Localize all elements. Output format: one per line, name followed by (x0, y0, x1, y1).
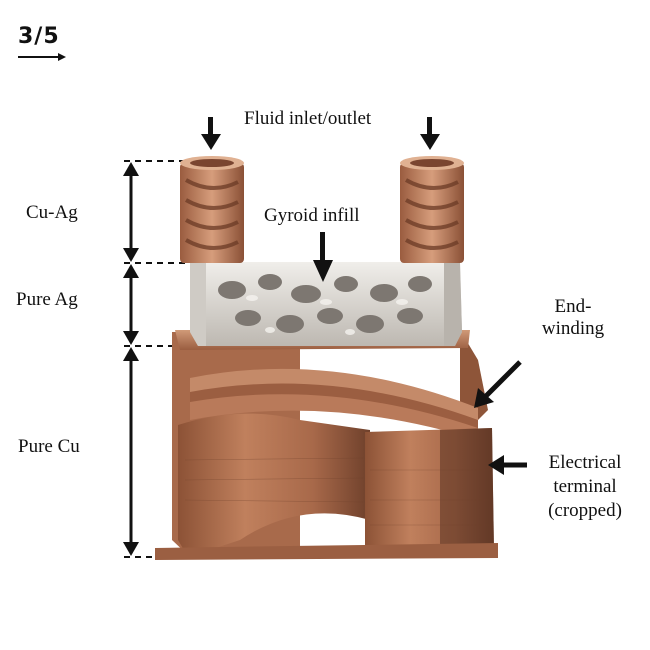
electrical-terminal-label: Electrical terminal (cropped) (530, 451, 640, 523)
end-winding-label: End- winding (528, 296, 618, 340)
fluid-inlet-label: Fluid inlet/outlet (244, 108, 372, 129)
gyroid-label: Gyroid infill (264, 205, 360, 226)
layer-label-pure-cu: Pure Cu (18, 436, 80, 457)
layer-arrows (123, 162, 139, 556)
page-counter: 3/5 (18, 24, 60, 49)
copper-body (155, 330, 498, 560)
right-tube (400, 156, 464, 263)
gyroid-arrow (313, 232, 333, 282)
layer-label-pure-ag: Pure Ag (16, 289, 78, 310)
end-winding-line2: winding (541, 318, 605, 339)
electrical-line3: (cropped) (548, 500, 622, 521)
layer-label-cu-ag: Cu-Ag (26, 202, 78, 223)
arrow-right-icon (18, 53, 66, 61)
end-winding-line1: End- (554, 296, 592, 317)
fluid-arrow-left (201, 117, 221, 150)
silver-gyroid (190, 262, 462, 346)
end-winding-arrow (474, 360, 522, 408)
fluid-arrow-right (420, 117, 440, 150)
electrical-arrow (488, 455, 527, 475)
left-tube (180, 156, 244, 263)
electrical-line2: terminal (553, 476, 617, 497)
electrical-line1: Electrical (548, 452, 622, 473)
